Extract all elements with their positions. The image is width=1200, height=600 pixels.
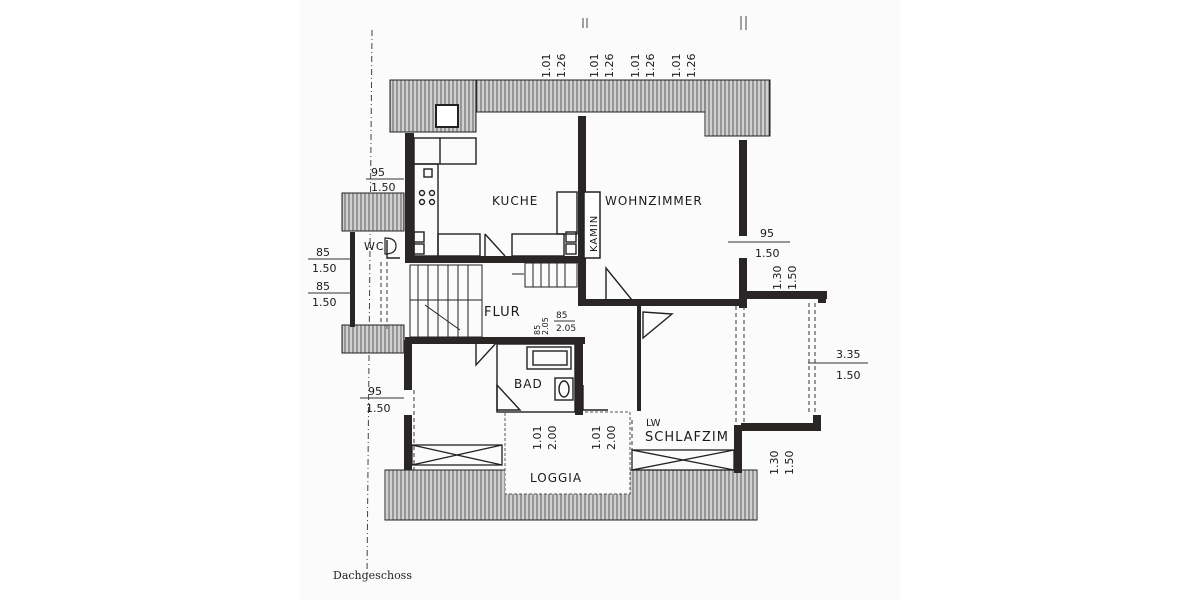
window-lines bbox=[380, 262, 816, 470]
chimney-top bbox=[435, 104, 459, 128]
svg-text:1.50: 1.50 bbox=[312, 296, 337, 309]
svg-text:1.26: 1.26 bbox=[685, 54, 698, 79]
svg-text:2.05: 2.05 bbox=[556, 324, 576, 334]
svg-text:1.50: 1.50 bbox=[783, 451, 796, 476]
svg-text:1.26: 1.26 bbox=[644, 54, 657, 79]
svg-text:1.26: 1.26 bbox=[555, 54, 568, 79]
svg-text:1.50: 1.50 bbox=[836, 369, 861, 382]
room-label-loggia: LOGGIA bbox=[530, 471, 582, 485]
svg-text:1.01: 1.01 bbox=[590, 426, 603, 451]
svg-text:1.30: 1.30 bbox=[771, 266, 784, 291]
svg-text:2.00: 2.00 bbox=[546, 426, 559, 451]
svg-text:95: 95 bbox=[368, 385, 382, 398]
svg-text:1.30: 1.30 bbox=[768, 451, 781, 476]
skylights bbox=[411, 444, 735, 471]
top-dimensions: 1.01 1.26 1.01 1.26 1.01 1.26 1.01 1.26 bbox=[540, 54, 698, 79]
dormer-left-lower bbox=[341, 324, 405, 354]
room-label-kamin: KAMIN bbox=[589, 215, 600, 252]
kitchen-fixtures bbox=[413, 137, 578, 257]
label-lw: LW bbox=[646, 418, 661, 429]
roof-bottom bbox=[384, 411, 758, 521]
svg-text:1.01: 1.01 bbox=[531, 426, 544, 451]
svg-text:1.50: 1.50 bbox=[755, 247, 780, 260]
svg-text:1.01: 1.01 bbox=[670, 54, 683, 79]
room-label-flur: FLUR bbox=[484, 305, 521, 320]
wc-toilet bbox=[384, 237, 397, 255]
svg-text:1.01: 1.01 bbox=[588, 54, 601, 79]
svg-text:1.50: 1.50 bbox=[312, 262, 337, 275]
right-dimensions: 95 1.50 1.30 1.50 3.35 1.50 1.30 1.50 bbox=[728, 227, 868, 475]
roof-top bbox=[389, 79, 771, 137]
svg-text:1.50: 1.50 bbox=[371, 181, 396, 194]
room-label-wohnzimmer: WOHNZIMMER bbox=[605, 194, 703, 208]
svg-text:1.01: 1.01 bbox=[629, 54, 642, 79]
room-label-schlafzimmer: SCHLAFZIM bbox=[645, 430, 729, 445]
svg-text:1.50: 1.50 bbox=[366, 402, 391, 415]
kamin-box bbox=[583, 191, 601, 259]
axis-line-left bbox=[366, 29, 373, 576]
svg-text:1.01: 1.01 bbox=[540, 54, 553, 79]
svg-text:2.00: 2.00 bbox=[605, 426, 618, 451]
svg-text:85: 85 bbox=[316, 280, 330, 293]
loggia-dimensions: 1.01 2.00 1.01 2.00 bbox=[531, 426, 618, 451]
left-dimensions: 95 1.50 85 1.50 85 1.50 95 1.50 bbox=[308, 166, 404, 415]
dormer-left-upper bbox=[341, 192, 405, 232]
svg-text:95: 95 bbox=[371, 166, 385, 179]
room-label-kueche: KUCHE bbox=[492, 194, 538, 208]
svg-text:85: 85 bbox=[316, 246, 330, 259]
svg-text:1.50: 1.50 bbox=[786, 266, 799, 291]
svg-text:1.26: 1.26 bbox=[603, 54, 616, 79]
walls bbox=[350, 116, 827, 473]
svg-text:2.05: 2.05 bbox=[541, 317, 550, 335]
flur-door-dimensions: 85 2.05 85 2.05 bbox=[533, 311, 576, 335]
plan-caption: Dachgeschoss bbox=[333, 569, 412, 582]
room-label-bad: BAD bbox=[514, 377, 543, 391]
svg-text:3.35: 3.35 bbox=[836, 348, 861, 361]
svg-text:85: 85 bbox=[556, 311, 567, 321]
svg-text:95: 95 bbox=[760, 227, 774, 240]
svg-text:85: 85 bbox=[533, 325, 542, 335]
staircase bbox=[409, 262, 578, 338]
bath-fixtures bbox=[496, 343, 576, 413]
room-label-wc: WC bbox=[364, 240, 385, 253]
